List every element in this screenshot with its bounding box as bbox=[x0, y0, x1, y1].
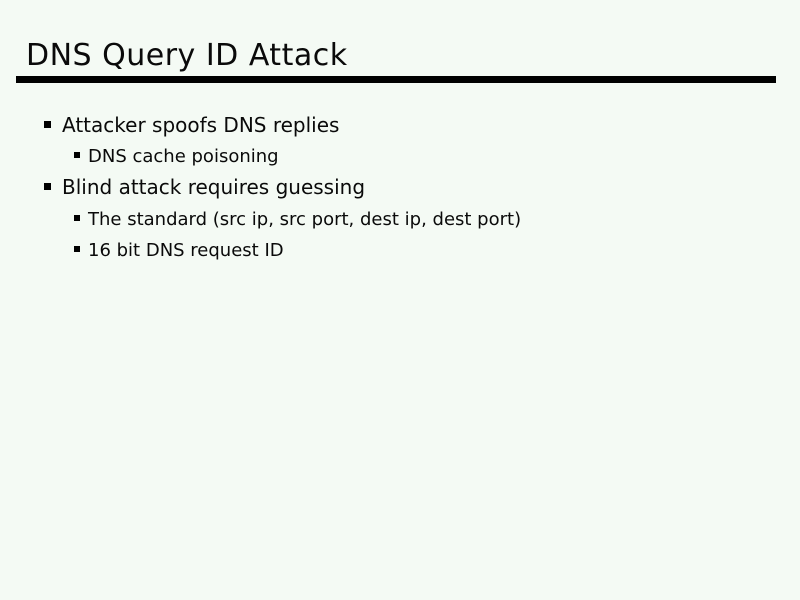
list-item: Attacker spoofs DNS replies bbox=[44, 113, 339, 137]
list-item-label: Attacker spoofs DNS replies bbox=[62, 113, 340, 137]
list-item-label: Blind attack requires guessing bbox=[62, 175, 366, 199]
square-bullet-icon bbox=[44, 182, 51, 190]
list-item: The standard (src ip, src port, dest ip,… bbox=[74, 207, 521, 231]
list-item-label: DNS cache poisoning bbox=[88, 145, 279, 167]
square-bullet-icon bbox=[44, 120, 51, 128]
list-item-label: The standard (src ip, src port, dest ip,… bbox=[88, 208, 522, 230]
page-title: DNS Query ID Attack bbox=[26, 38, 348, 73]
list-item: 16 bit DNS request ID bbox=[74, 238, 284, 262]
square-bullet-icon bbox=[74, 246, 80, 252]
square-bullet-icon bbox=[74, 215, 80, 221]
list-item-label: 16 bit DNS request ID bbox=[88, 239, 284, 261]
square-bullet-icon bbox=[74, 152, 80, 158]
list-item: Blind attack requires guessing bbox=[44, 175, 365, 199]
title-underline-rule bbox=[16, 76, 776, 83]
list-item: DNS cache poisoning bbox=[74, 144, 279, 168]
